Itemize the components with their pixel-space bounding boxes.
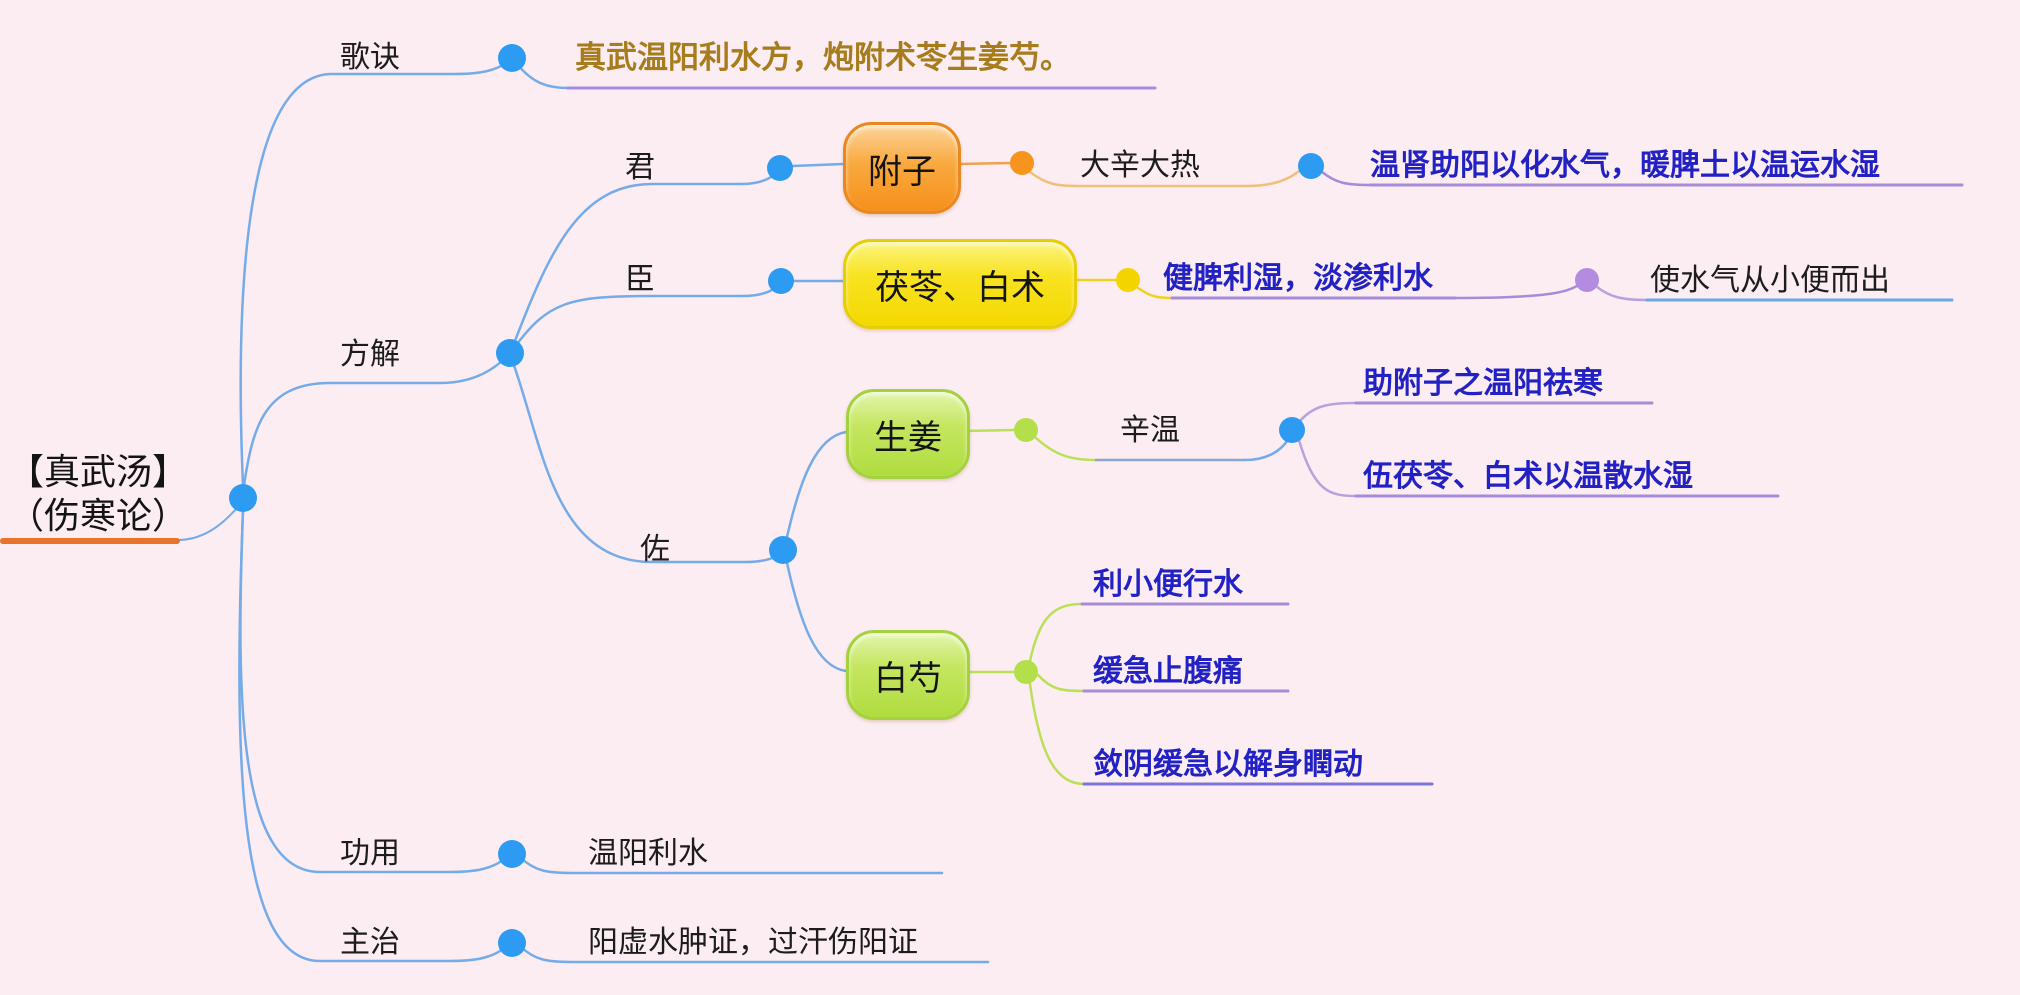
branch-line-root-link — [177, 506, 239, 541]
root-node[interactable]: 【真武汤】 （伤寒论） — [8, 450, 188, 538]
branch-line-bs-effect1-lead — [1028, 602, 1084, 663]
node-handle-baishao[interactable] — [1014, 660, 1038, 684]
node-shengjiang-effect-1[interactable]: 助附子之温阳祛寒 — [1363, 367, 1603, 400]
root-title-line2: （伤寒论） — [8, 495, 189, 536]
branch-line-chen-effect-lead — [1136, 286, 1174, 300]
branch-line-bs-effect2-lead — [1036, 673, 1086, 693]
root-underline — [0, 538, 180, 544]
node-baishao-effect-1[interactable]: 利小便行水 — [1093, 568, 1243, 601]
node-jun-property[interactable]: 大辛大热 — [1080, 149, 1200, 182]
node-handle-zuo[interactable] — [769, 536, 797, 564]
branch-line-gejue — [239, 61, 508, 488]
branch-line-zuo — [510, 358, 782, 564]
node-handle-fuling[interactable] — [1116, 268, 1140, 292]
node-baishao-effect-2[interactable]: 缓急止腹痛 — [1093, 655, 1243, 688]
node-handle-fuzi[interactable] — [1010, 151, 1034, 175]
branch-line-jun — [511, 171, 778, 348]
node-jun-effect[interactable]: 温肾助阳以化水气，暖脾土以温运水湿 — [1370, 149, 1880, 182]
branch-line-xinwen-lead — [1034, 436, 1098, 462]
node-handle-root[interactable] — [229, 484, 257, 512]
node-handle-gejue[interactable] — [498, 44, 526, 72]
branch-line-zuo-baishao — [785, 561, 848, 673]
branch-line-sj-effect2-lead — [1297, 438, 1358, 498]
herb-fuzi-label: 附子 — [868, 152, 936, 191]
node-handle-fangjie[interactable] — [496, 339, 524, 367]
node-jun-role[interactable]: 君 — [625, 151, 655, 184]
branch-line-sj-effect1-lead — [1298, 401, 1358, 423]
node-baishao-effect-3[interactable]: 敛阴缓急以解身瞤动 — [1093, 748, 1363, 781]
branch-line-zhuzhi — [238, 508, 505, 963]
node-handle-chen[interactable] — [768, 268, 794, 294]
node-gejue-label[interactable]: 歌诀 — [340, 41, 400, 74]
node-handle-daxindare[interactable] — [1298, 153, 1324, 179]
herb-fuling-baizhu-label: 茯苓、白术 — [875, 268, 1045, 307]
branch-line-fangjie — [241, 358, 505, 494]
node-handle-shengjiang[interactable] — [1014, 418, 1038, 442]
herb-capsule-fuling-baizhu[interactable]: 茯苓、白术 — [843, 239, 1077, 329]
node-shengjiang-property[interactable]: 辛温 — [1120, 414, 1180, 447]
node-handle-xinwen[interactable] — [1279, 417, 1305, 443]
node-gongyong-label[interactable]: 功用 — [340, 837, 400, 870]
herb-shengjiang-label: 生姜 — [874, 418, 942, 457]
underline-zhuzhi-content — [519, 945, 990, 964]
branch-line-chen-outcome — [1595, 285, 1649, 302]
herb-capsule-baishao[interactable]: 白芍 — [846, 630, 970, 720]
branch-line-chen-outcome-lead — [1453, 284, 1579, 300]
branch-line-xinwen-dot — [1243, 439, 1289, 462]
node-gejue-verse[interactable]: 真武温阳利水方，炮附术苓生姜芍。 — [575, 40, 1071, 75]
node-gongyong-content[interactable]: 温阳利水 — [588, 837, 708, 870]
node-fangjie-label[interactable]: 方解 — [340, 338, 400, 371]
herb-capsule-shengjiang[interactable]: 生姜 — [846, 389, 970, 479]
branch-line-fuzi-dot — [955, 161, 1012, 166]
underline-gongyong-content — [519, 856, 944, 875]
branch-line-bs-effect3-lead — [1028, 682, 1086, 786]
root-title-line1: 【真武汤】 — [8, 451, 189, 492]
node-shengjiang-effect-2[interactable]: 伍茯苓、白术以温散水湿 — [1363, 460, 1693, 493]
branch-line-chen — [512, 284, 779, 350]
node-handle-gongyong[interactable] — [498, 840, 526, 868]
node-chen-role[interactable]: 臣 — [625, 263, 655, 296]
branch-line-gongyong — [239, 508, 505, 874]
branch-line-property-daxin — [1028, 169, 1301, 188]
branch-line-jun-effect — [1320, 170, 1372, 187]
node-chen-outcome[interactable]: 使水气从小便而出 — [1650, 264, 1890, 297]
branch-line-jun-herb — [791, 162, 845, 168]
branch-line-gejue-verse — [516, 63, 570, 90]
node-handle-jun[interactable] — [767, 155, 793, 181]
node-handle-jianpi[interactable] — [1575, 268, 1599, 292]
herb-capsule-fuzi[interactable]: 附子 — [843, 122, 961, 214]
herb-baishao-label: 白芍 — [874, 659, 942, 698]
branch-line-zuo-shengjiang — [785, 430, 848, 539]
branch-line-shengjiang-dot — [962, 428, 1016, 433]
node-zuo-role[interactable]: 佐 — [640, 533, 670, 566]
node-handle-zhuzhi[interactable] — [498, 929, 526, 957]
node-chen-effect[interactable]: 健脾利湿，淡渗利水 — [1163, 262, 1433, 295]
node-zhuzhi-label[interactable]: 主治 — [340, 926, 400, 959]
node-zhuzhi-content[interactable]: 阳虚水肿证，过汗伤阳证 — [588, 926, 918, 959]
